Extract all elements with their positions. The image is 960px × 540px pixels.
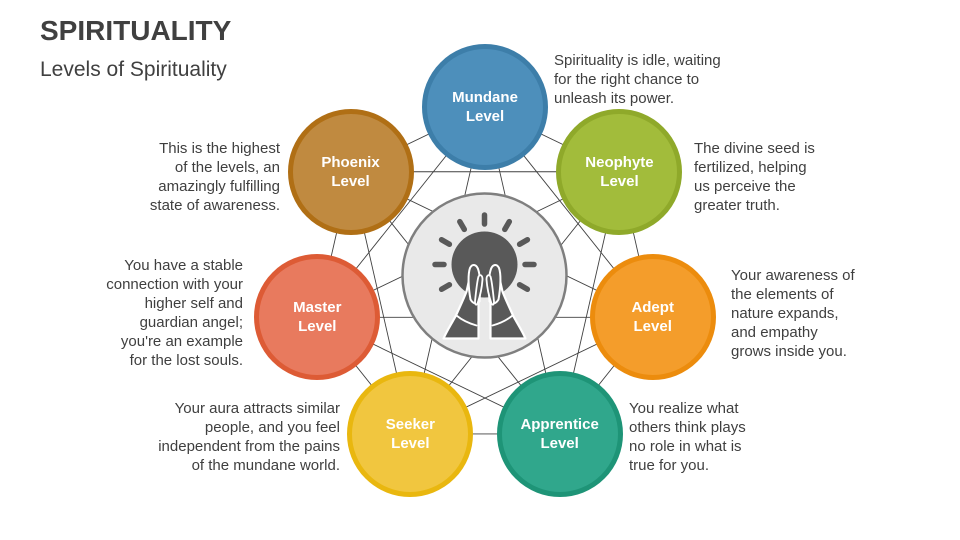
level-description-seeker: Your aura attracts similar people, and y… [158, 400, 340, 474]
level-label-neophyte: Neophyte Level [585, 153, 654, 190]
page-subtitle: Levels of Spirituality [40, 58, 227, 81]
level-label-seeker: Seeker Level [385, 415, 435, 452]
level-label-phoenix: Phoenix Level [321, 153, 380, 190]
praying-hands-icon [432, 212, 537, 340]
page-title: SPIRITUALITY [40, 15, 232, 46]
level-circle-apprentice: Apprentice Level [496, 370, 623, 497]
level-label-master: Master Level [293, 299, 342, 336]
level-circle-adept: Adept Level [589, 254, 716, 381]
level-circle-master: Master Level [254, 254, 381, 381]
level-circle-seeker: Seeker Level [347, 370, 474, 497]
level-description-apprentice: You realize what others think plays no r… [629, 400, 746, 474]
level-label-adept: Adept Level [631, 299, 674, 336]
level-label-mundane: Mundane Level [452, 89, 518, 125]
level-circle-mundane: Mundane Level [422, 44, 548, 170]
level-circle-phoenix: Phoenix Level [287, 108, 414, 235]
level-circle-neophyte: Neophyte Level [556, 108, 683, 235]
level-description-phoenix: This is the highest of the levels, an am… [149, 140, 280, 214]
level-description-adept: Your awareness of the elements of nature… [731, 267, 855, 360]
level-description-neophyte: The divine seed is fertilized, helping u… [694, 140, 815, 214]
level-label-apprentice: Apprentice Level [520, 415, 599, 452]
level-description-master: You have a stable connection with your h… [106, 257, 243, 369]
level-description-mundane: Spirituality is idle, waiting for the ri… [554, 52, 721, 107]
